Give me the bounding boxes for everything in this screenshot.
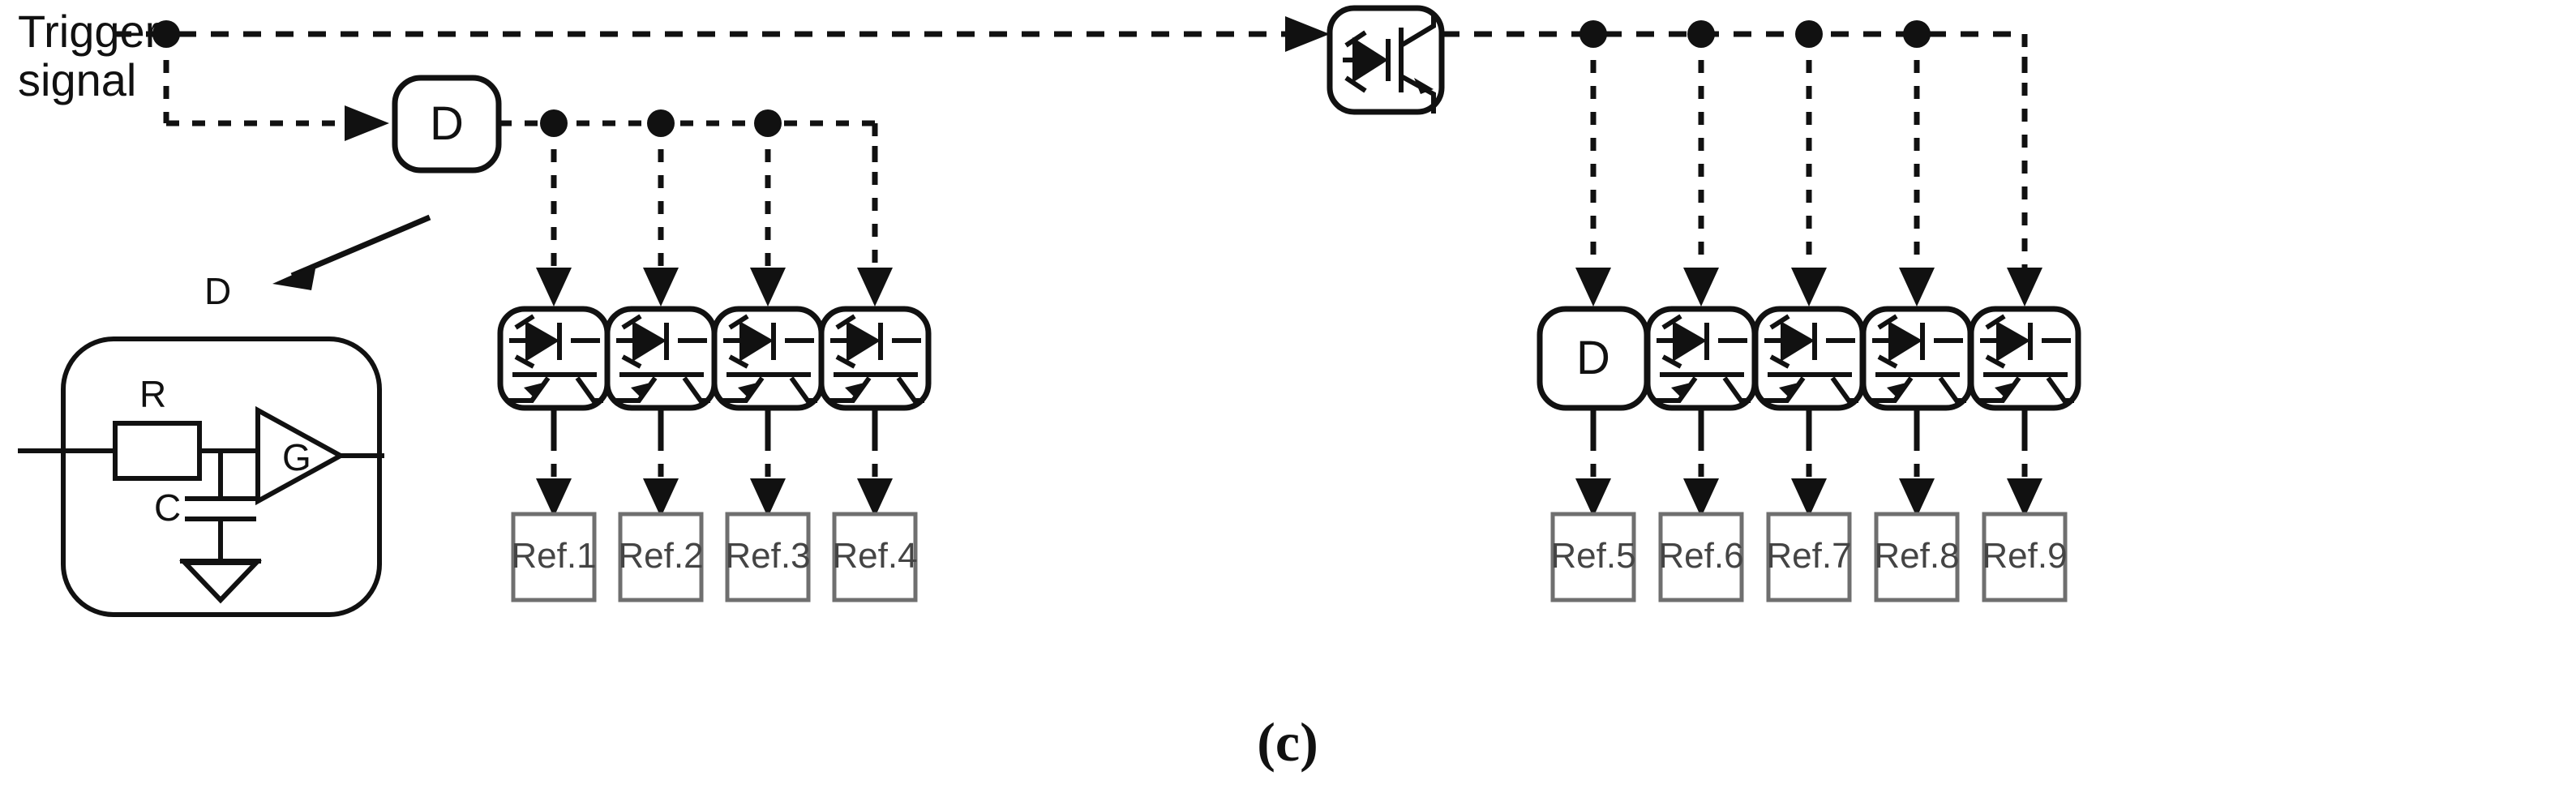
ref-box-2-label: Ref.2 (618, 536, 703, 576)
capacitor-symbol (185, 451, 256, 561)
ref-box-7-label: Ref.7 (1766, 536, 1851, 576)
ref-box-5[interactable]: Ref.5 (1550, 512, 1636, 602)
amplifier-symbol: G (255, 405, 384, 506)
inset-callout-label-d: D (204, 270, 231, 312)
ref-box-3[interactable]: Ref.3 (725, 512, 811, 602)
ref-box-8[interactable]: Ref.8 (1874, 512, 1960, 602)
trigger-junction (152, 20, 389, 141)
optocoupler-ch4[interactable] (818, 306, 932, 411)
optocoupler-ch8[interactable] (1860, 306, 1974, 411)
led-symbol-main (1343, 30, 1391, 93)
block-delay-right-label: D (1576, 332, 1610, 384)
amplifier-label-g: G (282, 436, 311, 478)
drops-bus-to-device-left (536, 123, 893, 306)
ref-box-9-label: Ref.9 (1982, 536, 2067, 576)
resistor-symbol (113, 421, 202, 481)
ground-symbol (178, 559, 263, 604)
optocoupler-ch7[interactable] (1752, 306, 1866, 411)
trigger-signal-label-line2: signal (18, 54, 136, 105)
arrow-into-main-optocoupler (1285, 16, 1330, 52)
ref-box-7[interactable]: Ref.7 (1766, 512, 1852, 602)
right-distribution-bus (1442, 20, 2028, 73)
block-delay-right[interactable]: D (1537, 306, 1650, 411)
drops-bus-to-device-right (1575, 34, 2042, 306)
figure-caption: (c) (1257, 711, 1318, 773)
ref-box-3-label: Ref.3 (725, 536, 810, 576)
optocoupler-ch6[interactable] (1644, 306, 1758, 411)
ref-box-1[interactable]: Ref.1 (511, 512, 597, 602)
resistor-label-r: R (139, 373, 166, 415)
ref-box-6[interactable]: Ref.6 (1658, 512, 1744, 602)
optocoupler-ch9[interactable] (1968, 306, 2081, 411)
block-delay-left-label: D (430, 97, 464, 150)
ref-box-2[interactable]: Ref.2 (618, 512, 704, 602)
drops-device-to-ref (536, 408, 2042, 517)
optocoupler-ch2[interactable] (604, 306, 718, 411)
inset-d-circuit: R C G (18, 336, 384, 617)
arrow-into-delay-left (345, 105, 389, 141)
ref-box-1-label: Ref.1 (511, 536, 596, 576)
trigger-signal-label-line1: Trigger (18, 6, 160, 57)
inset-callout-arrow (272, 214, 431, 290)
capacitor-label-c: C (154, 487, 181, 529)
optocoupler-main[interactable] (1327, 5, 1445, 115)
trigger-bus-top (114, 16, 1330, 52)
optocoupler-ch1[interactable] (497, 306, 611, 411)
ref-box-5-label: Ref.5 (1550, 536, 1635, 576)
ref-box-9[interactable]: Ref.9 (1982, 512, 2068, 602)
block-delay-left[interactable]: D (392, 75, 502, 174)
ref-box-4-label: Ref.4 (832, 536, 917, 576)
ref-box-4[interactable]: Ref.4 (832, 512, 918, 602)
phototransistor-symbol-main (1399, 13, 1436, 114)
ref-box-8-label: Ref.8 (1874, 536, 1959, 576)
optocoupler-ch3[interactable] (711, 306, 825, 411)
ref-box-6-label: Ref.6 (1658, 536, 1743, 576)
